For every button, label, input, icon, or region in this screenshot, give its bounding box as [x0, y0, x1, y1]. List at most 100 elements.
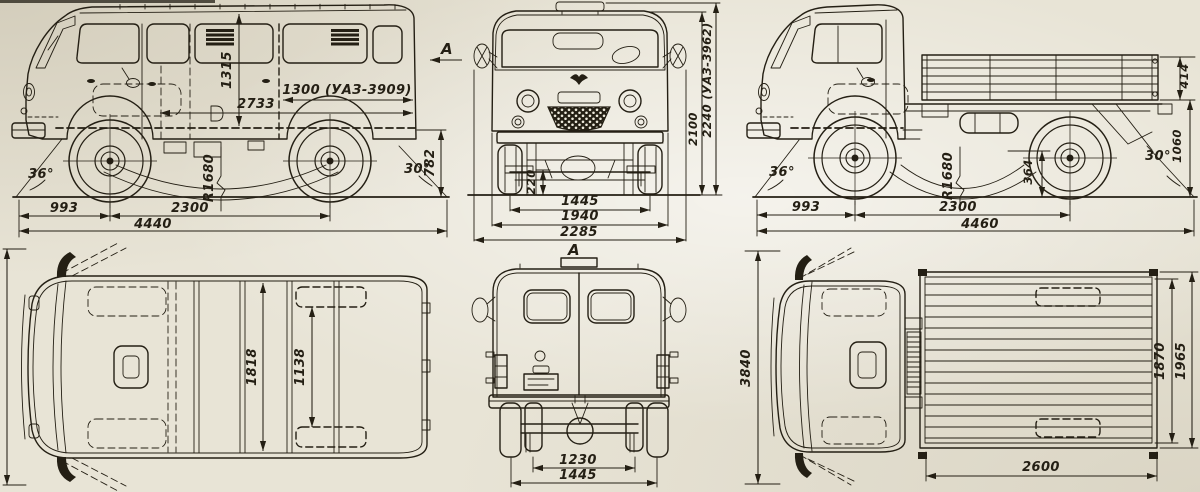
truck-departure-angle-line: [1146, 145, 1195, 198]
front-wheel: [62, 113, 158, 209]
uaz-emblem: [570, 74, 588, 85]
cab-door-window: [811, 19, 887, 139]
dim-1138-label: 1138: [293, 348, 308, 386]
rear-door-handle: [532, 350, 550, 374]
truck-bumper: [746, 122, 781, 139]
open-door-front-bottom: [56, 457, 127, 492]
front-bumper: [11, 122, 46, 139]
van-top-width-dimension: [2, 248, 27, 486]
van-top-view: 1818 1138: [2, 242, 431, 492]
cab-mirror: [856, 67, 875, 87]
truck-side-view: 36° 30° R1680 364 414 1060 993 2300 4460: [746, 4, 1198, 237]
truck-rear-wheel: [1022, 110, 1118, 206]
side-windows: [76, 23, 403, 64]
taillights: [485, 351, 679, 389]
truck-open-door-top: [794, 247, 857, 280]
approach-angle-line: [15, 138, 63, 198]
truck-open-door-bottom: [794, 453, 857, 486]
dim-interior-width: 1818: [245, 283, 267, 451]
dim-1445-front-label: 1445: [561, 194, 599, 209]
van-top-body: [21, 275, 428, 459]
dim-2100-label: 2100: [686, 112, 700, 146]
truck-bottom-dimensions: 993 2300 4460: [756, 199, 1195, 237]
scan-edge-artifact: [0, 0, 215, 3]
open-door-front-top: [56, 242, 127, 277]
dim-782-label: 782: [423, 149, 438, 177]
dim-rear-clearance: 364: [1007, 150, 1051, 197]
front-tires: [497, 144, 663, 195]
dim-2240-label: 2240 (УАЗ-3962): [700, 22, 714, 137]
truck-approach-angle-line: [754, 139, 800, 198]
dim-2733-label: 2733: [237, 97, 275, 112]
dim-cargo-length: 2733: [160, 97, 413, 117]
rear-right-mirror: [662, 296, 687, 323]
cab-hidden-lines: [762, 83, 909, 129]
rear-view-label: А: [567, 241, 580, 259]
dim-1940-label: 1940: [561, 209, 599, 224]
dim-2285-label: 2285: [560, 225, 598, 240]
platform-width-dimensions: 1870 1965: [1153, 271, 1199, 449]
dim-1870-label: 1870: [1153, 342, 1168, 380]
door-lines: [141, 23, 280, 140]
truck-headlight: [755, 83, 770, 115]
license-plate: [523, 373, 559, 391]
dim-r1680-label: R1680: [202, 154, 217, 202]
rear-left-mirror: [471, 296, 496, 323]
side-mirror: [121, 67, 140, 88]
dim-4460-label: 4460: [960, 217, 999, 232]
rear-wheels-axle: [499, 395, 669, 458]
dim-loading-height: 782: [416, 129, 447, 197]
window-louvres: [206, 29, 359, 46]
hood-vent: [557, 91, 601, 104]
engine-console-top: [113, 345, 149, 389]
van-body-outline: [25, 3, 417, 140]
dim-1965-label: 1965: [1174, 342, 1189, 380]
right-mirror: [662, 43, 687, 69]
dim-1445-rear-label: 1445: [559, 468, 597, 483]
headlights-front: [511, 89, 648, 129]
truck-cab-outline: [760, 4, 906, 140]
dim-2300-van-label: 2300: [171, 201, 209, 216]
rear-windows: [523, 289, 635, 324]
door-handles: [87, 79, 270, 86]
cargo-platform-side: [921, 54, 1159, 101]
left-mirror: [473, 43, 498, 69]
roof-vent: [555, 1, 605, 15]
dim-414-label: 414: [1177, 63, 1191, 89]
cab-seats-hidden: [87, 281, 177, 453]
truck-cab-top: [770, 280, 906, 453]
dim-1230-label: 1230: [559, 453, 597, 468]
truck-front-wheel: [807, 110, 903, 206]
truck-height-dimensions: 414 1060: [1159, 56, 1196, 197]
truck-departure-angle-label: 30°: [1145, 149, 1171, 164]
truck-ramp-arcs: [889, 164, 1037, 200]
dim-4440-label: 4440: [133, 217, 172, 232]
van-side-view: 36° 30° 1315 2733 1300 (УАЗ-3909) 782 R1…: [11, 3, 450, 238]
dim-ground-clearance: 220: [524, 169, 551, 195]
rear-roof-vent: [519, 257, 639, 269]
dim-2600-label: 2600: [1022, 460, 1060, 475]
dim-door-open-span: 3840: [739, 250, 781, 485]
rear-body-outline: [492, 268, 666, 398]
dim-2300-truck-label: 2300: [939, 200, 977, 215]
dim-3840-label: 3840: [739, 349, 754, 387]
dim-wheelhouse-gap: 1138: [293, 307, 316, 427]
platform-length-dimension: 2600: [925, 451, 1158, 482]
windshield-side: [35, 15, 76, 69]
rear-bumper: [488, 394, 670, 409]
rear-wheel: [282, 113, 378, 209]
roof-ribs-top: [193, 280, 340, 454]
height-dimensions: 2100 2240 (УАЗ-3962): [605, 2, 723, 196]
front-bumper-face: [496, 131, 664, 144]
front-chassis: [504, 142, 656, 196]
van-rear-view: А: [471, 241, 687, 488]
platform-wheelhouse-boxes: [1035, 287, 1101, 438]
rear-dimensions: 1230 1445: [510, 453, 658, 488]
truck-approach-angle-label: 36°: [769, 165, 795, 180]
dim-r1680-truck-label: R1680: [941, 152, 956, 200]
dim-993-van-label: 993: [50, 201, 78, 216]
windshield-front: [501, 29, 659, 68]
rear-door-hinges: [421, 302, 431, 431]
